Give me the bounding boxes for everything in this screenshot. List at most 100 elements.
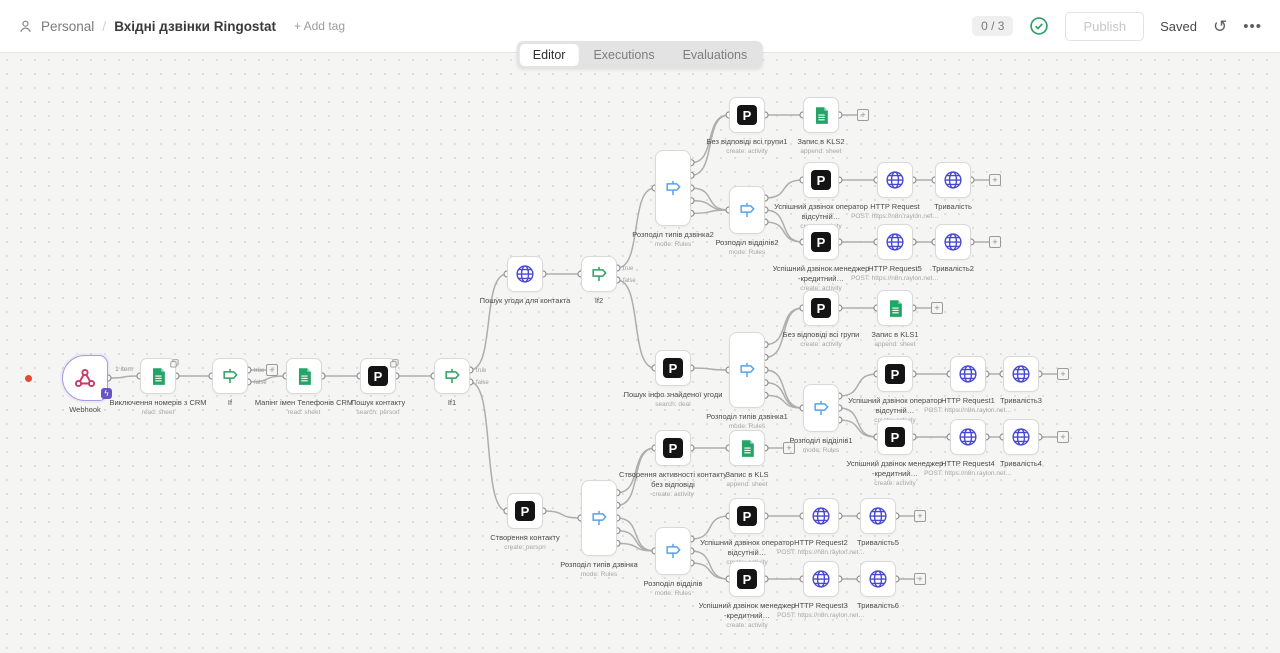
node-trivalist2[interactable]: [935, 224, 971, 260]
node-switch_depts1[interactable]: [803, 384, 839, 432]
connection[interactable]: [690, 199, 730, 211]
node-http_request4[interactable]: [950, 419, 986, 455]
node-p_success_manager0[interactable]: P: [729, 561, 765, 597]
node-trivalist1[interactable]: [935, 162, 971, 198]
connection[interactable]: [764, 179, 804, 199]
node-webhook[interactable]: ϟ: [62, 355, 112, 401]
connection[interactable]: [690, 114, 730, 177]
connection[interactable]: [764, 394, 804, 409]
node-p_success_manager1[interactable]: P: [877, 419, 913, 455]
connection[interactable]: [542, 510, 582, 519]
add-node-button[interactable]: +: [1057, 431, 1069, 443]
connection[interactable]: [838, 373, 878, 397]
node-http_request[interactable]: [877, 162, 913, 198]
node-mapping[interactable]: [286, 358, 322, 394]
node-p_create_act[interactable]: P: [655, 430, 691, 466]
connection[interactable]: [690, 187, 730, 211]
error-indicator-dot: [25, 375, 32, 382]
breadcrumb-separator: /: [102, 18, 107, 34]
add-node-button[interactable]: +: [783, 442, 795, 454]
node-http_request1[interactable]: [950, 356, 986, 392]
connection[interactable]: [764, 307, 804, 359]
node-switch_types[interactable]: [581, 480, 617, 556]
add-tag-button[interactable]: + Add tag: [293, 19, 345, 33]
add-node-button[interactable]: +: [266, 364, 278, 376]
add-node-button[interactable]: +: [989, 174, 1001, 186]
more-menu-icon[interactable]: •••: [1243, 17, 1262, 35]
node-http_request5[interactable]: [877, 224, 913, 260]
sheets-icon: [886, 299, 905, 318]
node-create_contact[interactable]: P: [507, 493, 543, 529]
node-trivalist3[interactable]: [1003, 356, 1039, 392]
connection[interactable]: [690, 562, 730, 580]
connection[interactable]: [469, 273, 508, 371]
node-sheets_kls2[interactable]: [803, 97, 839, 133]
node-sheets_kls1[interactable]: [877, 290, 913, 326]
pipedrive-icon: P: [811, 298, 831, 318]
node-switch_types1[interactable]: [729, 332, 765, 408]
tab-editor[interactable]: Editor: [519, 44, 579, 66]
connection[interactable]: [616, 447, 656, 507]
if-icon: [589, 264, 609, 284]
node-trivalist6[interactable]: [860, 561, 896, 597]
node-sheets_exclude[interactable]: [140, 358, 179, 394]
connection[interactable]: [690, 114, 730, 164]
node-trivalist5[interactable]: [860, 498, 896, 534]
node-switch_depts2[interactable]: [729, 186, 765, 234]
node-p_success_oper0[interactable]: P: [729, 498, 765, 534]
connection[interactable]: [690, 550, 730, 580]
add-node-button[interactable]: +: [914, 573, 926, 585]
connection[interactable]: [616, 187, 656, 269]
add-node-button[interactable]: +: [914, 510, 926, 522]
publish-button[interactable]: Publish: [1065, 11, 1145, 41]
workflow-title[interactable]: Вхідні дзвінки Ringostat: [114, 18, 276, 34]
node-search_contact[interactable]: P: [360, 358, 399, 394]
connection[interactable]: [764, 307, 804, 346]
node-p_search_deal_info[interactable]: P: [655, 350, 691, 386]
node-p_success_manager2[interactable]: P: [803, 224, 839, 260]
node-http_search_deal[interactable]: [507, 256, 543, 292]
pipedrive-icon: P: [737, 506, 757, 526]
connection[interactable]: [616, 542, 656, 552]
connection[interactable]: [764, 209, 804, 243]
connection[interactable]: [107, 375, 141, 379]
node-if0[interactable]: [212, 358, 248, 394]
node-if1[interactable]: [434, 358, 470, 394]
connection[interactable]: [616, 447, 656, 494]
node-trivalist4[interactable]: [1003, 419, 1039, 455]
node-switch_depts[interactable]: [655, 527, 691, 575]
connection[interactable]: [764, 221, 804, 243]
connection[interactable]: [469, 381, 508, 512]
node-switch_types2[interactable]: [655, 150, 691, 226]
add-node-button[interactable]: +: [989, 236, 1001, 248]
add-node-button[interactable]: +: [931, 302, 943, 314]
node-http_request3[interactable]: [803, 561, 839, 597]
tab-executions[interactable]: Executions: [593, 48, 655, 62]
connection[interactable]: [690, 515, 730, 540]
node-sheets_kls[interactable]: [729, 430, 765, 466]
connection[interactable]: [616, 517, 656, 552]
node-p_no_answer[interactable]: P: [803, 290, 839, 326]
connection[interactable]: [616, 279, 656, 369]
node-p_success_oper2[interactable]: P: [803, 162, 839, 198]
node-http_request2[interactable]: [803, 498, 839, 534]
pipedrive-icon: P: [663, 438, 683, 458]
add-node-button[interactable]: +: [1057, 368, 1069, 380]
connection[interactable]: [838, 419, 878, 438]
node-if2[interactable]: [581, 256, 617, 292]
node-p_no_answer1[interactable]: P: [729, 97, 765, 133]
webhook-listen-badge: ϟ: [101, 388, 112, 399]
history-icon[interactable]: ↺: [1212, 16, 1228, 36]
workflow-valid-check-icon[interactable]: [1029, 16, 1049, 36]
connection[interactable]: [247, 375, 287, 383]
connection[interactable]: [690, 209, 730, 215]
breadcrumb-project[interactable]: Personal: [41, 18, 95, 34]
output-port-label: false: [254, 380, 267, 386]
issues-counter-badge: 0 / 3: [972, 16, 1014, 36]
tab-evaluations[interactable]: Evaluations: [682, 48, 748, 62]
node-p_success_oper1[interactable]: P: [877, 356, 913, 392]
connection[interactable]: [690, 367, 730, 371]
connection[interactable]: [838, 407, 878, 438]
add-node-button[interactable]: +: [857, 109, 869, 121]
